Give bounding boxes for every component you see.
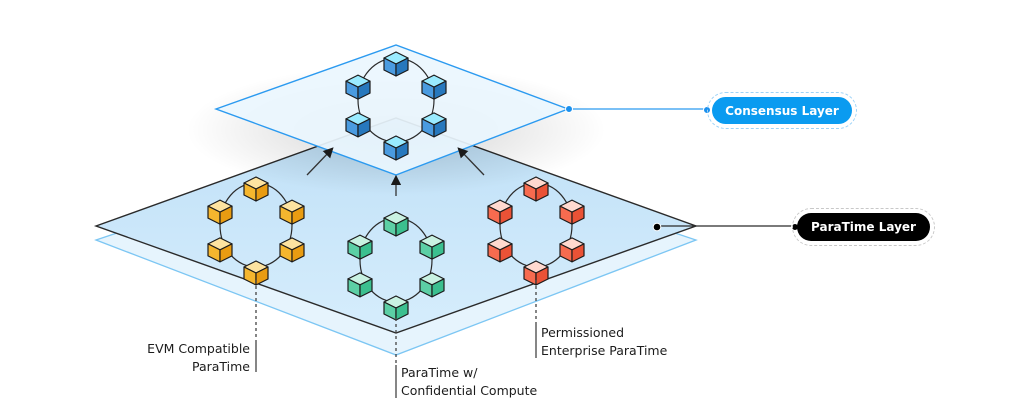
consensus-node-cube [383,51,409,77]
permissioned-caption-line-2: Enterprise ParaTime [541,343,668,358]
permissioned-paratime-node-ring [487,176,585,286]
evm-node-cube [279,237,305,263]
consensus-label-outline [707,92,857,129]
confidential-caption-line-1: ParaTime w/ [401,365,478,380]
paratime-connector-dot-left [652,222,662,232]
permissioned-node-cube [487,237,513,263]
evm-node-cube [279,199,305,225]
evm-paratime-node-ring [207,176,305,286]
evm-caption-line-2: ParaTime [191,359,250,374]
confidential-node-cube [347,272,373,298]
evm-node-cube [243,260,269,286]
evm-node-cube [207,237,233,263]
consensus-node-cube [345,112,371,138]
paratime-layer-label: ParaTime Layer [797,213,930,241]
confidential-node-cube [383,211,409,237]
permissioned-node-cube [559,199,585,225]
permissioned-node-cube [559,237,585,263]
permissioned-node-cube [487,199,513,225]
consensus-node-cube [383,135,409,161]
evm-paratime-caption: EVM Compatible ParaTime [147,340,250,376]
evm-caption-line-1: EVM Compatible [147,341,250,356]
consensus-connector-dot-left [565,105,573,113]
confidential-paratime-caption: ParaTime w/ Confidential Compute [401,364,537,400]
confidential-node-cube [383,295,409,321]
permissioned-node-cube [523,176,549,202]
permissioned-node-cube [523,260,549,286]
consensus-node-ring [345,51,447,161]
permissioned-caption-line-1: Permissioned [541,325,625,340]
confidential-node-cube [347,234,373,260]
confidential-node-cube [419,272,445,298]
arrow-evm-to-consensus [306,147,334,176]
consensus-node-cube [345,74,371,100]
confidential-caption-line-2: Confidential Compute [401,383,538,398]
evm-node-cube [243,176,269,202]
consensus-layer-label: Consensus Layer [712,97,852,124]
confidential-paratime-node-ring [347,211,445,321]
consensus-node-cube [421,74,447,100]
permissioned-paratime-caption: Permissioned Enterprise ParaTime [541,324,667,360]
consensus-node-cube [421,112,447,138]
arrow-permissioned-to-consensus [457,147,485,176]
paratime-label-outline [792,208,935,246]
evm-node-cube [207,199,233,225]
confidential-node-cube [419,234,445,260]
